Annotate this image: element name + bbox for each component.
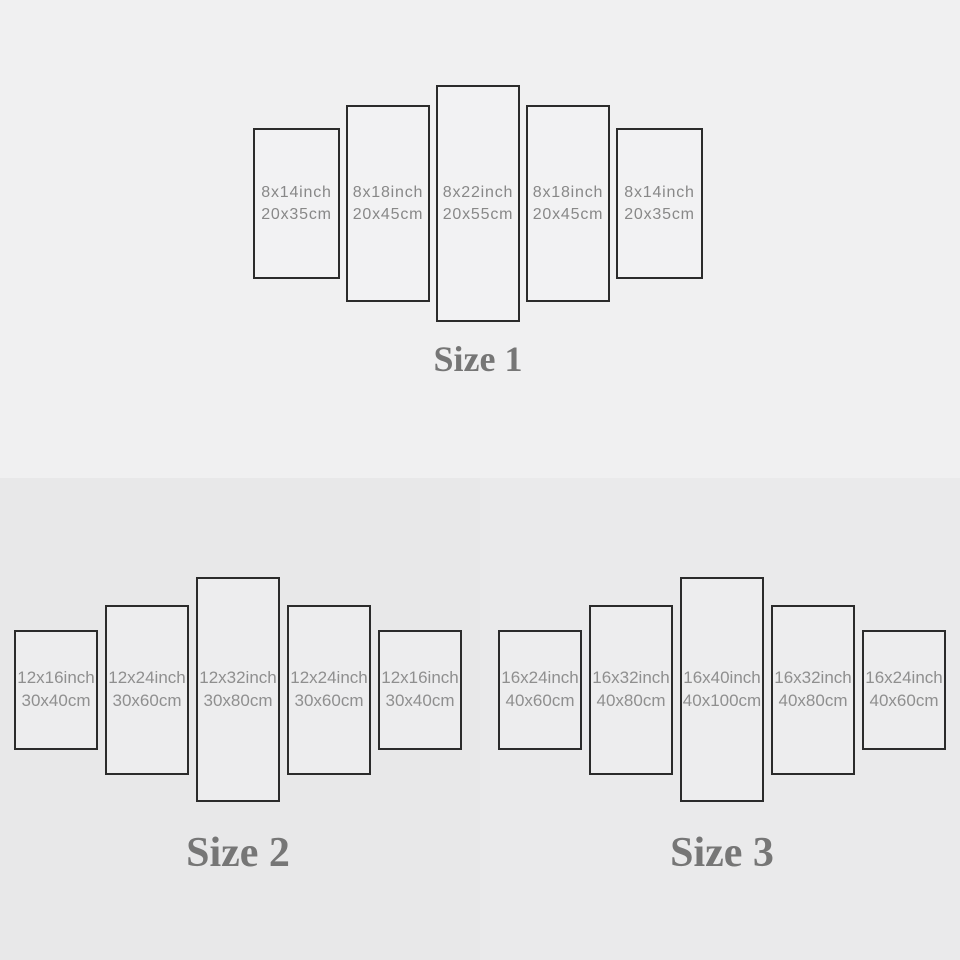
panel-cm-label: 40x80cm	[778, 690, 848, 710]
panel-inch-label: 12x32inch	[199, 667, 277, 687]
panel-inch-label: 8x22inch	[442, 183, 514, 201]
panel-inch-label: 12x24inch	[290, 667, 368, 687]
panel-inch-label: 8x14inch	[624, 183, 695, 201]
canvas-panel: 8x22inch 20x55cm	[436, 85, 520, 322]
panel-inch-label: 8x18inch	[352, 183, 424, 201]
canvas-panel: 12x32inch 30x80cm	[196, 577, 280, 802]
canvas-panel: 16x40inch 40x100cm	[680, 577, 764, 802]
panel-cm-label: 20x35cm	[261, 205, 332, 223]
canvas-panel: 8x18inch 20x45cm	[526, 105, 610, 302]
panel-inch-label: 12x24inch	[108, 667, 186, 687]
size-label: Size 3	[670, 830, 774, 876]
canvas-panel: 12x24inch 30x60cm	[105, 604, 189, 775]
panel-cm-label: 20x45cm	[352, 205, 424, 223]
panel-cm-label: 40x60cm	[869, 690, 939, 710]
canvas-panel: 12x24inch 30x60cm	[287, 604, 371, 775]
size-label: Size 1	[433, 339, 523, 379]
panel-cm-label: 20x35cm	[624, 205, 695, 223]
canvas-panel: 12x16inch 30x40cm	[378, 629, 462, 750]
panel-cm-label: 40x100cm	[682, 690, 762, 710]
size2-panel-group: 12x16inch 30x40cm 12x24inch 30x60cm 12x3…	[14, 577, 462, 802]
canvas-panel: 16x32inch 40x80cm	[771, 604, 855, 775]
panel-inch-label: 16x24inch	[865, 667, 943, 687]
canvas-panel: 12x16inch 30x40cm	[14, 629, 98, 750]
panel-inch-label: 12x16inch	[381, 667, 459, 687]
panel-inch-label: 16x32inch	[592, 667, 670, 687]
panel-cm-label: 20x55cm	[442, 205, 514, 223]
size1-panel-group: 8x14inch 20x35cm 8x18inch 20x45cm 8x22in…	[253, 85, 703, 322]
panel-cm-label: 40x80cm	[596, 690, 666, 710]
canvas-panel: 8x14inch 20x35cm	[616, 128, 703, 279]
size3-panel-group: 16x24inch 40x60cm 16x32inch 40x80cm 16x4…	[498, 577, 946, 802]
panel-inch-label: 12x16inch	[17, 667, 95, 687]
panel-inch-label: 16x40inch	[683, 667, 761, 687]
panel-inch-label: 16x24inch	[501, 667, 579, 687]
panel-cm-label: 30x60cm	[294, 690, 364, 710]
panel-cm-label: 30x40cm	[21, 690, 91, 710]
panel-inch-label: 16x32inch	[774, 667, 852, 687]
panel-cm-label: 20x45cm	[532, 205, 604, 223]
canvas-panel: 16x32inch 40x80cm	[589, 604, 673, 775]
canvas-panel: 8x14inch 20x35cm	[253, 128, 340, 279]
panel-inch-label: 8x18inch	[532, 183, 604, 201]
canvas-panel: 16x24inch 40x60cm	[498, 629, 582, 750]
panel-cm-label: 40x60cm	[505, 690, 575, 710]
size-label: Size 2	[186, 830, 290, 876]
canvas-panel: 16x24inch 40x60cm	[862, 629, 946, 750]
panel-cm-label: 30x80cm	[203, 690, 273, 710]
panel-inch-label: 8x14inch	[261, 183, 332, 201]
canvas-panel: 8x18inch 20x45cm	[346, 105, 430, 302]
panel-cm-label: 30x60cm	[112, 690, 182, 710]
panel-cm-label: 30x40cm	[385, 690, 455, 710]
